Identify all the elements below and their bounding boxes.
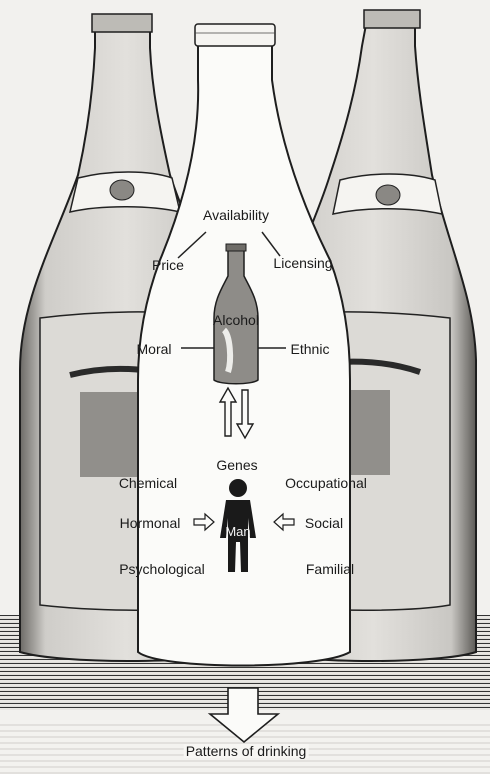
availability-label: Availability <box>203 208 269 222</box>
alcohol-label: Alcohol <box>213 313 259 327</box>
patterns-of-drinking-label: Patterns of drinking <box>184 744 309 758</box>
chemical-label: Chemical <box>119 476 177 490</box>
ethnic-label: Ethnic <box>291 342 330 356</box>
familial-label: Familial <box>306 562 354 576</box>
psychological-label: Psychological <box>119 562 205 576</box>
moral-label: Moral <box>136 342 171 356</box>
hormonal-label: Hormonal <box>120 516 181 530</box>
price-label: Price <box>152 258 184 272</box>
licensing-label: Licensing <box>273 256 332 270</box>
social-label: Social <box>305 516 343 530</box>
genes-label: Genes <box>216 458 257 472</box>
occupational-label: Occupational <box>285 476 367 490</box>
man-label: Man <box>225 525 250 538</box>
